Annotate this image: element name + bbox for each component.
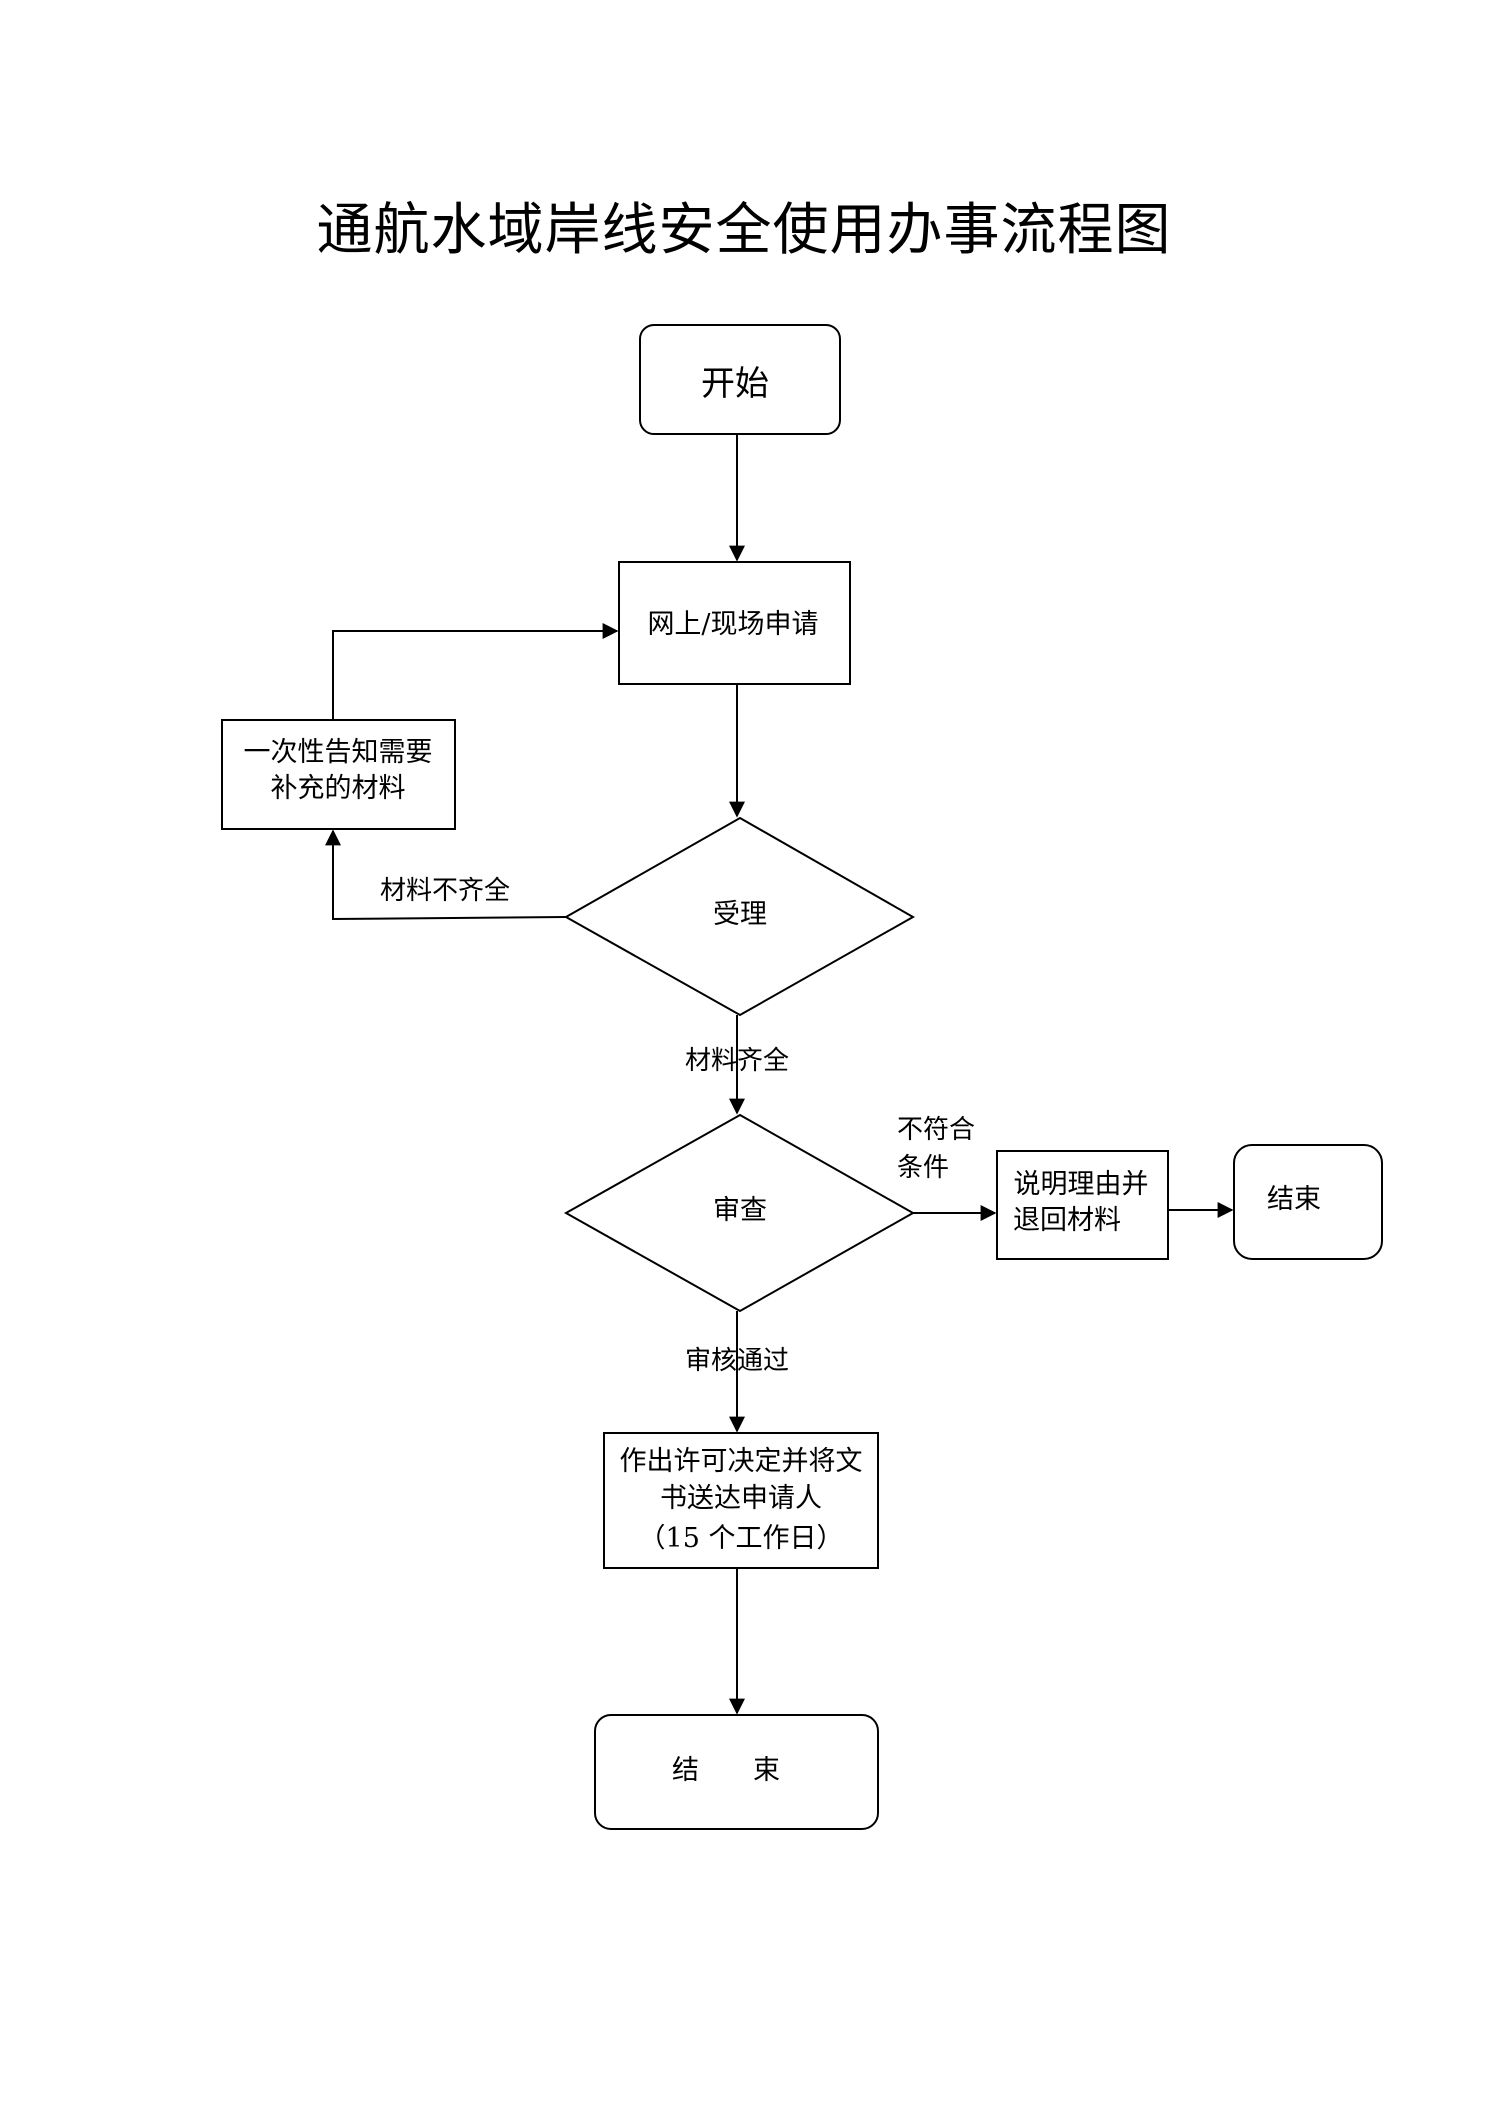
not-qualified-label-line1: 不符合	[897, 1115, 975, 1145]
edge-accept-notify	[325, 829, 567, 921]
notify-label-line1: 一次性告知需要	[244, 737, 433, 768]
review-diamond	[563, 1113, 916, 1313]
apply-label: 网上/现场申请	[647, 609, 818, 640]
approved-label: 审核通过	[685, 1346, 789, 1376]
page-title: 通航水域岸线安全使用办事流程图	[316, 198, 1172, 263]
accept-label: 受理	[713, 899, 767, 930]
not-qualified-label-line2: 条件	[897, 1153, 949, 1183]
start-node	[639, 324, 841, 435]
notify-node	[221, 719, 456, 830]
end-reject-label: 结束	[1267, 1184, 1321, 1215]
end-label: 结 束	[672, 1755, 780, 1786]
end-reject-node	[1233, 1144, 1383, 1260]
decision-label-line1: 作出许可决定并将文	[620, 1446, 863, 1477]
edge-notify-apply	[332, 623, 619, 720]
reject-label-line2: 退回材料	[1013, 1205, 1121, 1236]
apply-node	[618, 561, 851, 685]
reject-label-line1: 说明理由并	[1014, 1169, 1149, 1200]
review-label: 审查	[713, 1195, 767, 1226]
incomplete-label: 材料不齐全	[380, 876, 510, 906]
accept-diamond	[563, 816, 916, 1017]
reject-node	[996, 1150, 1169, 1260]
decision-node	[603, 1432, 879, 1569]
start-label: 开始	[701, 364, 769, 404]
decision-label-line3: （15 个工作日）	[639, 1523, 844, 1554]
notify-label-line2: 补充的材料	[271, 773, 406, 804]
complete-label: 材料齐全	[685, 1046, 789, 1076]
decision-label-line2: 书送达申请人	[660, 1483, 822, 1514]
end-node	[594, 1714, 879, 1830]
